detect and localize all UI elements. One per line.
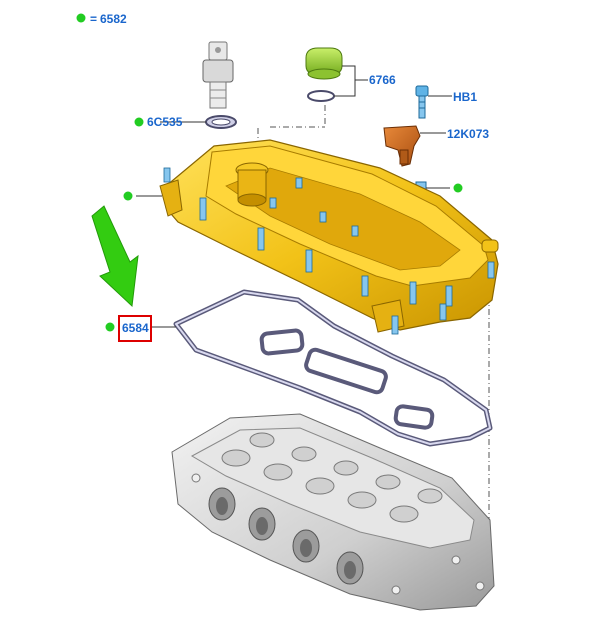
- cam-sensor: 12K073: [383, 125, 489, 167]
- vct-solenoid: [202, 41, 234, 109]
- callout-dot-icon: [123, 191, 133, 201]
- gasket-callout: 6584: [105, 315, 176, 342]
- label-6584: 6584: [122, 321, 149, 335]
- legend: = 6582: [76, 12, 127, 26]
- highlight-box: [118, 315, 152, 342]
- cover-studs: [163, 167, 495, 335]
- bolt-hb1: HB1: [415, 85, 477, 119]
- cylinder-head: [171, 413, 495, 611]
- valve-cover-gasket: [173, 289, 493, 447]
- vct-solenoid-seal: 6C535: [134, 115, 237, 129]
- legend-symbol: =: [90, 12, 97, 26]
- label-6c535: 6C535: [147, 115, 183, 129]
- callout-dot-icon: [453, 183, 463, 193]
- legend-dot-icon: [76, 13, 86, 23]
- valve-cover: [123, 139, 499, 335]
- callout-dot-icon: [134, 117, 144, 127]
- pointer-arrow-icon: [91, 205, 139, 308]
- oil-filler-cap: 6766: [305, 47, 396, 102]
- legend-code: 6582: [100, 12, 127, 26]
- label-6766: 6766: [369, 73, 396, 87]
- callout-dot-icon: [105, 322, 115, 332]
- label-12k073: 12K073: [447, 127, 489, 141]
- label-hb1: HB1: [453, 90, 477, 104]
